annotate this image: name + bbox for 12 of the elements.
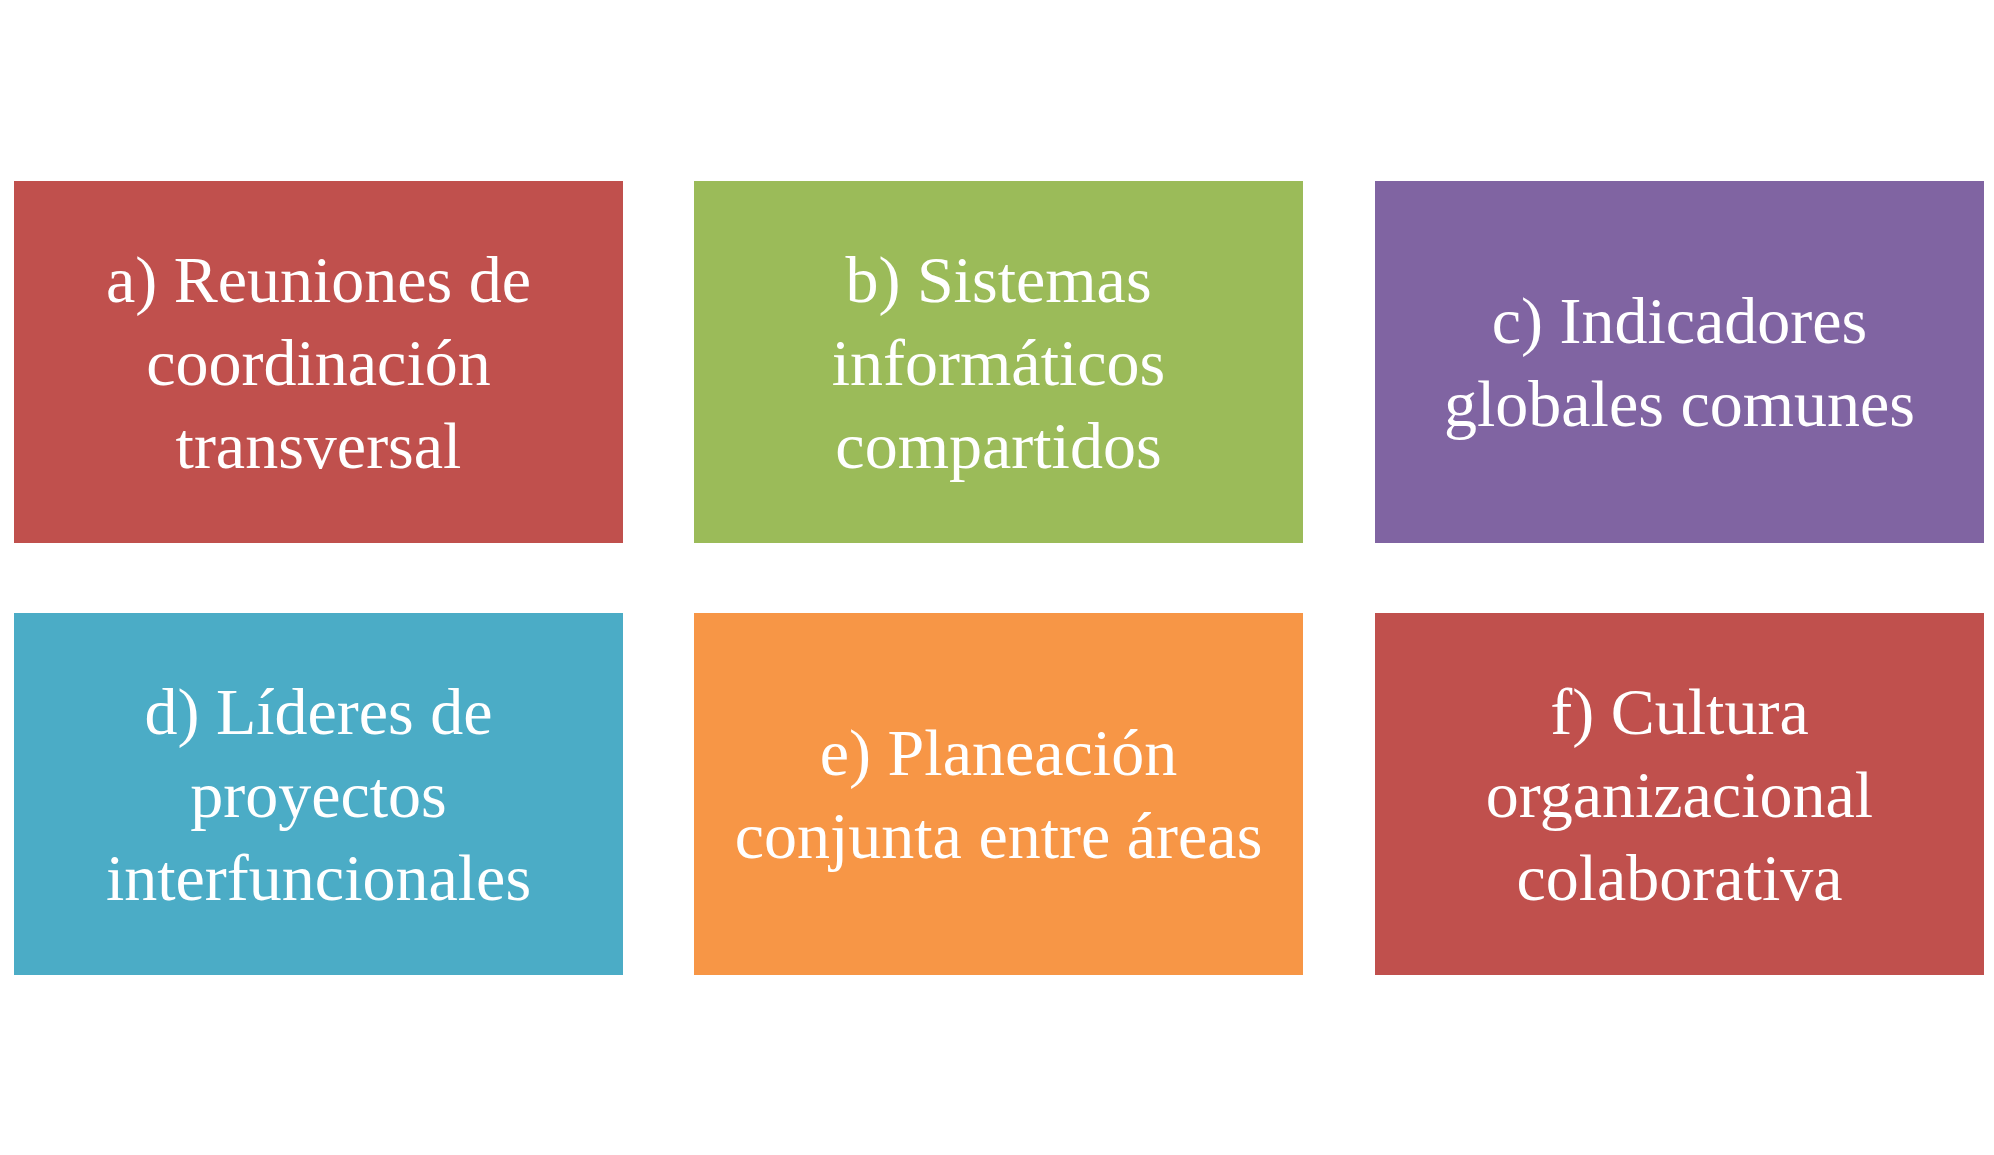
colored-box — [1375, 613, 1984, 975]
box-label: e) Planeación conjunta entre áreas — [733, 715, 1264, 874]
colored-box — [14, 613, 623, 975]
box-label: d) Líderes de proyectos interfuncionales — [104, 673, 533, 916]
colored-box — [1375, 181, 1984, 543]
colored-box — [14, 181, 623, 543]
box-label: a) Reuniones de coordinación transversal — [104, 241, 533, 484]
box-label: b) Sistemas informáticos compartidos — [830, 241, 1167, 484]
box-label: c) Indicadores globales comunes — [1442, 283, 1917, 442]
colored-box — [694, 181, 1303, 543]
box-label: f) Cultura organizacional colaborativa — [1484, 673, 1875, 916]
colored-box — [694, 613, 1303, 975]
